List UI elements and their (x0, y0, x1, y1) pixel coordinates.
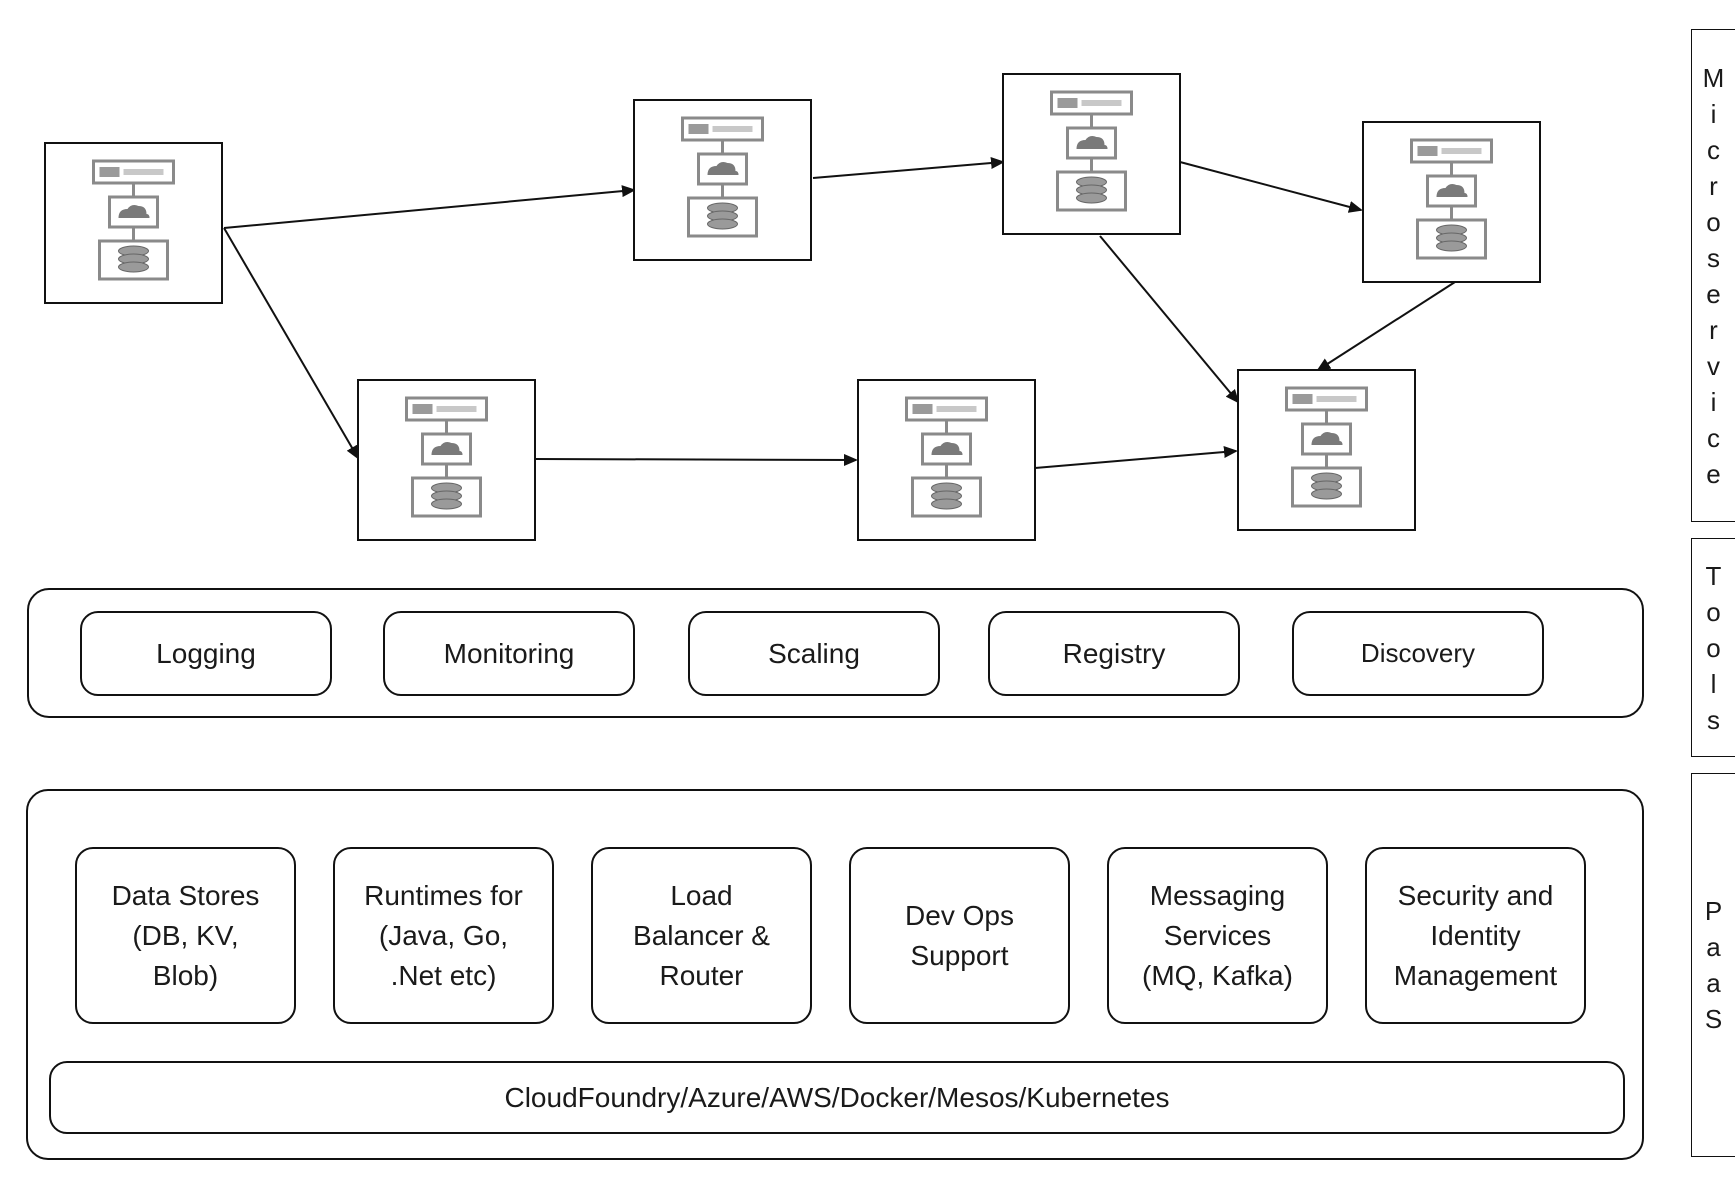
cloud-icon (421, 432, 472, 466)
edge-n1-n2 (223, 185, 636, 229)
tool-discovery[interactable]: Discovery (1292, 611, 1544, 696)
tool-registry[interactable]: Registry (988, 611, 1240, 696)
edge-n5-n6 (534, 453, 858, 466)
edge-n4-n7 (1316, 281, 1456, 372)
database-icon (1416, 218, 1487, 260)
database-icon (687, 196, 758, 238)
api-icon (1050, 90, 1133, 116)
edge-n6-n7 (1034, 446, 1238, 469)
database-icon (911, 476, 982, 518)
api-icon (1285, 386, 1368, 412)
edge-n3-n4 (1179, 161, 1363, 213)
edge-n3-n7 (1099, 235, 1240, 404)
service-runtimes[interactable]: Runtimes for (Java, Go, .Net etc) (333, 847, 554, 1024)
database-icon (1056, 170, 1127, 212)
microservice-node[interactable] (1362, 121, 1541, 283)
api-icon (1410, 138, 1493, 164)
microservice-node[interactable] (1237, 369, 1416, 531)
edge-n2-n3 (812, 157, 1005, 179)
microservice-node[interactable] (357, 379, 536, 541)
service-load-balancer[interactable]: Load Balancer & Router (591, 847, 812, 1024)
microservice-node[interactable] (857, 379, 1036, 541)
cloud-icon (697, 152, 748, 186)
tool-scaling[interactable]: Scaling (688, 611, 940, 696)
api-icon (681, 116, 764, 142)
cloud-icon (1301, 422, 1352, 456)
cloud-icon (921, 432, 972, 466)
tool-monitoring[interactable]: Monitoring (383, 611, 635, 696)
microservice-node[interactable] (1002, 73, 1181, 235)
api-icon (405, 396, 488, 422)
microservice-node[interactable] (633, 99, 812, 261)
platforms-bar[interactable]: CloudFoundry/Azure/AWS/Docker/Mesos/Kube… (49, 1061, 1625, 1134)
service-data-stores[interactable]: Data Stores (DB, KV, Blob) (75, 847, 296, 1024)
cloud-icon (1426, 174, 1477, 208)
service-security-identity[interactable]: Security and Identity Management (1365, 847, 1586, 1024)
api-icon (92, 159, 175, 185)
database-icon (1291, 466, 1362, 508)
api-icon (905, 396, 988, 422)
tool-logging[interactable]: Logging (80, 611, 332, 696)
cloud-icon (108, 195, 159, 229)
microservice-node[interactable] (44, 142, 223, 304)
service-messaging[interactable]: Messaging Services (MQ, Kafka) (1107, 847, 1328, 1024)
service-devops[interactable]: Dev Ops Support (849, 847, 1070, 1024)
cloud-icon (1066, 126, 1117, 160)
database-icon (411, 476, 482, 518)
database-icon (98, 239, 169, 281)
edge-n1-n5 (223, 227, 360, 460)
